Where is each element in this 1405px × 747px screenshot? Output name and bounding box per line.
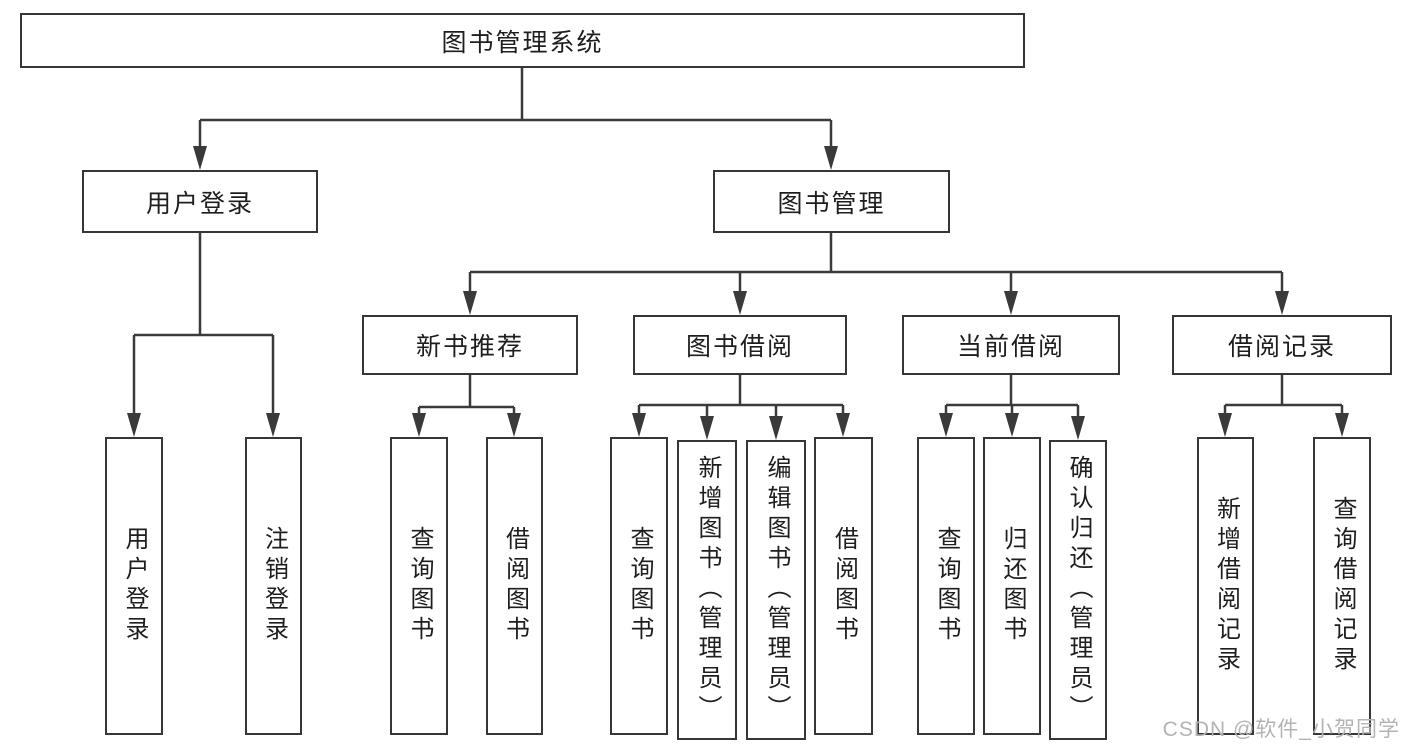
csdn-watermark: CSDN @软件_小贺同学 xyxy=(1162,718,1400,741)
leaf-add-book-admin-label: 新增图书（管理员） xyxy=(694,455,721,725)
leaf-borrow-books-recommend-label: 借阅图书 xyxy=(501,526,529,646)
leaf-query-books-recommend-label: 查询图书 xyxy=(406,526,433,646)
leaf-user-login-label: 用户登录 xyxy=(121,526,148,646)
leaf-user-login: 用户登录 xyxy=(105,437,163,735)
node-new-book-recommend: 新书推荐 xyxy=(362,315,578,375)
leaf-add-borrow-record: 新增借阅记录 xyxy=(1197,437,1254,735)
leaf-query-books-current: 查询图书 xyxy=(917,437,975,735)
leaf-edit-book-admin-label: 编辑图书（管理员） xyxy=(763,455,790,725)
leaf-borrow-books-label: 借阅图书 xyxy=(830,526,858,646)
leaf-query-books-borrow-label: 查询图书 xyxy=(626,526,653,646)
leaf-query-books-recommend: 查询图书 xyxy=(390,437,448,735)
node-book-management-branch: 图书管理 xyxy=(713,170,950,233)
leaf-query-borrow-record-label: 查询借阅记录 xyxy=(1329,496,1356,676)
leaf-borrow-books-recommend: 借阅图书 xyxy=(486,437,543,735)
node-current-borrow: 当前借阅 xyxy=(902,315,1120,375)
leaf-edit-book-admin: 编辑图书（管理员） xyxy=(746,440,806,740)
leaf-add-borrow-record-label: 新增借阅记录 xyxy=(1212,496,1240,676)
leaf-borrow-books: 借阅图书 xyxy=(814,437,873,735)
node-user-login-branch: 用户登录 xyxy=(82,170,318,233)
leaf-add-book-admin: 新增图书（管理员） xyxy=(677,440,737,740)
node-borrow-records: 借阅记录 xyxy=(1172,315,1392,375)
node-book-borrow: 图书借阅 xyxy=(633,315,847,375)
leaf-logout: 注销登录 xyxy=(245,437,302,735)
leaf-query-books-borrow: 查询图书 xyxy=(610,437,668,735)
leaf-return-books: 归还图书 xyxy=(983,437,1041,735)
leaf-return-books-label: 归还图书 xyxy=(999,526,1026,646)
leaf-query-borrow-record: 查询借阅记录 xyxy=(1313,437,1371,735)
node-root-system: 图书管理系统 xyxy=(20,13,1025,68)
leaf-confirm-return-admin-label: 确认归还（管理员） xyxy=(1065,455,1092,725)
leaf-query-books-current-label: 查询图书 xyxy=(933,526,960,646)
leaf-confirm-return-admin: 确认归还（管理员） xyxy=(1049,440,1107,740)
leaf-logout-label: 注销登录 xyxy=(260,526,288,646)
